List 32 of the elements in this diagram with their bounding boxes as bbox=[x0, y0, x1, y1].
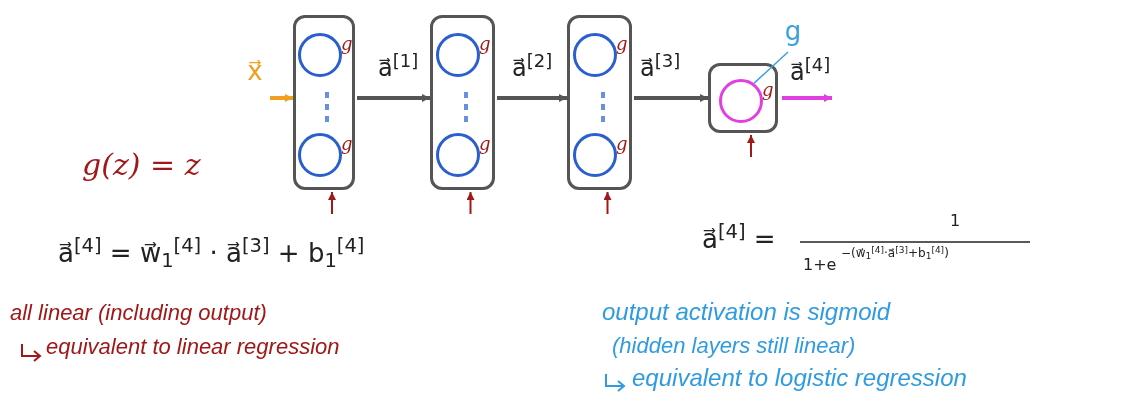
arrow bbox=[357, 94, 430, 102]
activation-mark: g bbox=[762, 81, 774, 99]
leader-line bbox=[753, 51, 789, 84]
arrow bbox=[270, 94, 293, 102]
activation-label: g bbox=[784, 18, 802, 44]
fraction-numerator: 1 bbox=[950, 213, 961, 229]
handwritten-note: (hidden layers still linear) bbox=[612, 335, 856, 357]
arrow bbox=[466, 191, 475, 215]
activation-mark: g bbox=[341, 35, 353, 53]
activation-mark: g bbox=[479, 35, 491, 53]
arrow bbox=[782, 94, 832, 102]
input-label: x⃗ bbox=[247, 58, 263, 84]
layer-box bbox=[293, 15, 355, 190]
arrow bbox=[747, 134, 755, 158]
arrow bbox=[603, 191, 612, 215]
handwritten-note: output activation is sigmoid bbox=[602, 300, 891, 324]
fraction-denominator: 1+e bbox=[803, 257, 837, 273]
activation-mark: g bbox=[341, 135, 353, 153]
activation-formula: g(z) = z bbox=[82, 150, 201, 180]
activation-mark: g bbox=[479, 135, 491, 153]
layer-box bbox=[430, 15, 495, 190]
layer-box bbox=[567, 15, 632, 190]
arrow bbox=[328, 191, 336, 215]
activation-mark: g bbox=[616, 35, 628, 53]
exponent-term: −(w⃗$_{1}$$^{[4]}$·a⃗$^{[3]}$+b$_{1}$$^{[4]}$) bbox=[841, 247, 949, 259]
arrow bbox=[497, 94, 567, 102]
layer-box bbox=[708, 63, 778, 133]
handwritten-note: equivalent to linear regression bbox=[46, 336, 340, 358]
activation-mark: g bbox=[616, 135, 628, 153]
handwritten-note: equivalent to logistic regression bbox=[632, 366, 967, 390]
arrow bbox=[634, 94, 708, 102]
handwritten-note: all linear (including output) bbox=[10, 302, 267, 324]
